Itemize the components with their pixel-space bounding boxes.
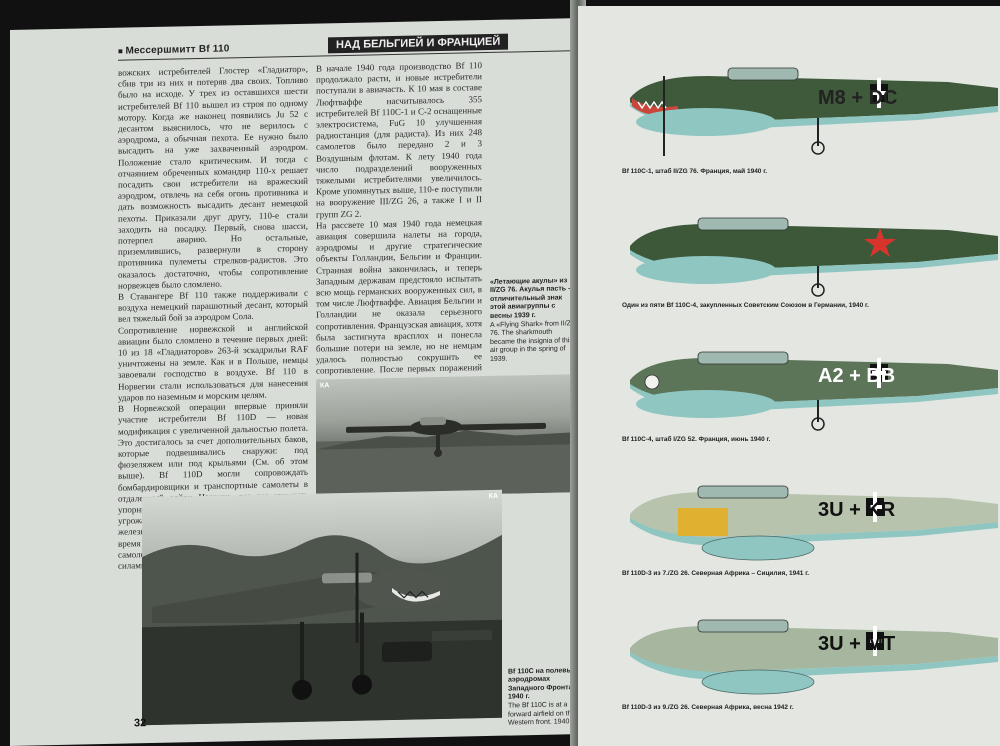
aircraft-profile-3: A2 + BB	[630, 351, 998, 431]
photo-top-image	[316, 416, 578, 498]
aircraft-profile-5: 3U + MT	[630, 619, 998, 695]
photo-caption-ru: Bf 110C на полевых аэродромах Западного …	[508, 666, 577, 701]
right-column-text: В начале 1940 года производство Bf 110 п…	[316, 60, 482, 432]
photo-big-tag: КА	[488, 492, 498, 500]
profile-4-code: 3U + KR	[818, 499, 896, 521]
running-head: Мессершмитт Bf 110	[118, 43, 229, 56]
photo-aircraft-takeoff: КА	[316, 374, 578, 498]
photo-big-image	[142, 534, 502, 726]
aircraft-profile-4: 3U + KR	[630, 485, 998, 561]
profile-2-caption: Один из пяти Bf 110C-4, закупленных Сове…	[622, 302, 869, 309]
profile-1-code: M8 + DC	[818, 87, 897, 109]
photo-top-tag: КА	[320, 382, 330, 390]
sharks-caption-ru: «Летающие акулы» из II/ZG 76. Акулья пас…	[490, 276, 572, 320]
profile-5-code: 3U + MT	[818, 633, 895, 655]
profile-5-caption: Bf 110D-3 из 9./ZG 26. Северная Африка, …	[622, 704, 794, 711]
profile-3-caption: Bf 110C-4, штаб I/ZG 52. Франция, июнь 1…	[622, 436, 771, 443]
profile-1-caption: Bf 110C-1, штаб II/ZG 76. Франция, май 1…	[622, 168, 768, 175]
aircraft-profile-2	[630, 217, 998, 297]
aircraft-profile-1: M8 + DC	[630, 67, 998, 156]
left-page: Мессершмитт Bf 110 вожских истребителей …	[10, 17, 588, 746]
left-column-text: вожских истребителей Глостер «Гладиатор»…	[118, 63, 308, 571]
profile-4-caption: Bf 110D-3 из 7./ZG 26. Северная Африка –…	[622, 570, 810, 577]
photo-sharkmouth-aircraft: КА	[142, 489, 502, 726]
photo-caption-en: The Bf 110C is at a forward airfield on …	[508, 701, 576, 727]
page-number: 32	[134, 717, 147, 730]
sharks-caption: «Летающие акулы» из II/ZG 76. Акулья пас…	[490, 268, 578, 364]
sharks-caption-en: A «Flying Shark» from II/ZG 76. The shar…	[490, 319, 577, 363]
right-page: M8 + DC Bf 110C-1, штаб II/ZG 76. Франци…	[578, 6, 1000, 746]
profile-3-code: A2 + BB	[818, 365, 895, 387]
section-title: НАД БЕЛЬГИЕЙ И ФРАНЦИЕЙ	[328, 33, 509, 54]
